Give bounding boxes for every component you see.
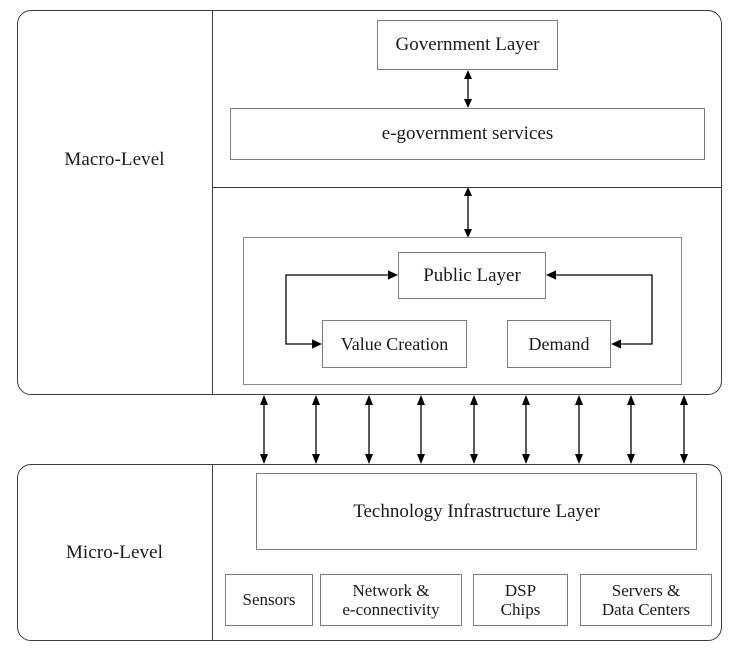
macro-micro-bridge-arrows <box>240 395 710 464</box>
government-layer-box[interactable]: Government Layer <box>377 20 558 70</box>
connector-public-to-demand <box>544 270 660 349</box>
component-box-network-e-connectivity[interactable]: Network & e-connectivity <box>320 574 462 626</box>
micro-panel-vertical-divider <box>212 464 213 641</box>
connector-government-to-services <box>457 70 479 108</box>
component-box-dsp-chips[interactable]: DSP Chips <box>473 574 568 626</box>
macro-panel-horizontal-divider <box>212 187 722 188</box>
e-government-services-box[interactable]: e-government services <box>230 108 705 160</box>
public-layer-box[interactable]: Public Layer <box>398 252 546 299</box>
connector-public-to-value-creation <box>284 270 400 349</box>
micro-level-label: Micro-Level <box>65 542 164 564</box>
component-box-servers-data-centers[interactable]: Servers & Data Centers <box>580 574 712 626</box>
component-box-sensors[interactable]: Sensors <box>225 574 313 626</box>
macro-level-label: Macro-Level <box>64 149 165 171</box>
technology-infrastructure-layer-box[interactable]: Technology Infrastructure Layer <box>256 473 697 550</box>
connector-services-to-public-block <box>457 187 479 238</box>
value-creation-box[interactable]: Value Creation <box>322 320 467 368</box>
macro-panel-vertical-divider <box>212 10 213 395</box>
public-cluster-container <box>243 237 682 385</box>
demand-box[interactable]: Demand <box>507 320 611 368</box>
